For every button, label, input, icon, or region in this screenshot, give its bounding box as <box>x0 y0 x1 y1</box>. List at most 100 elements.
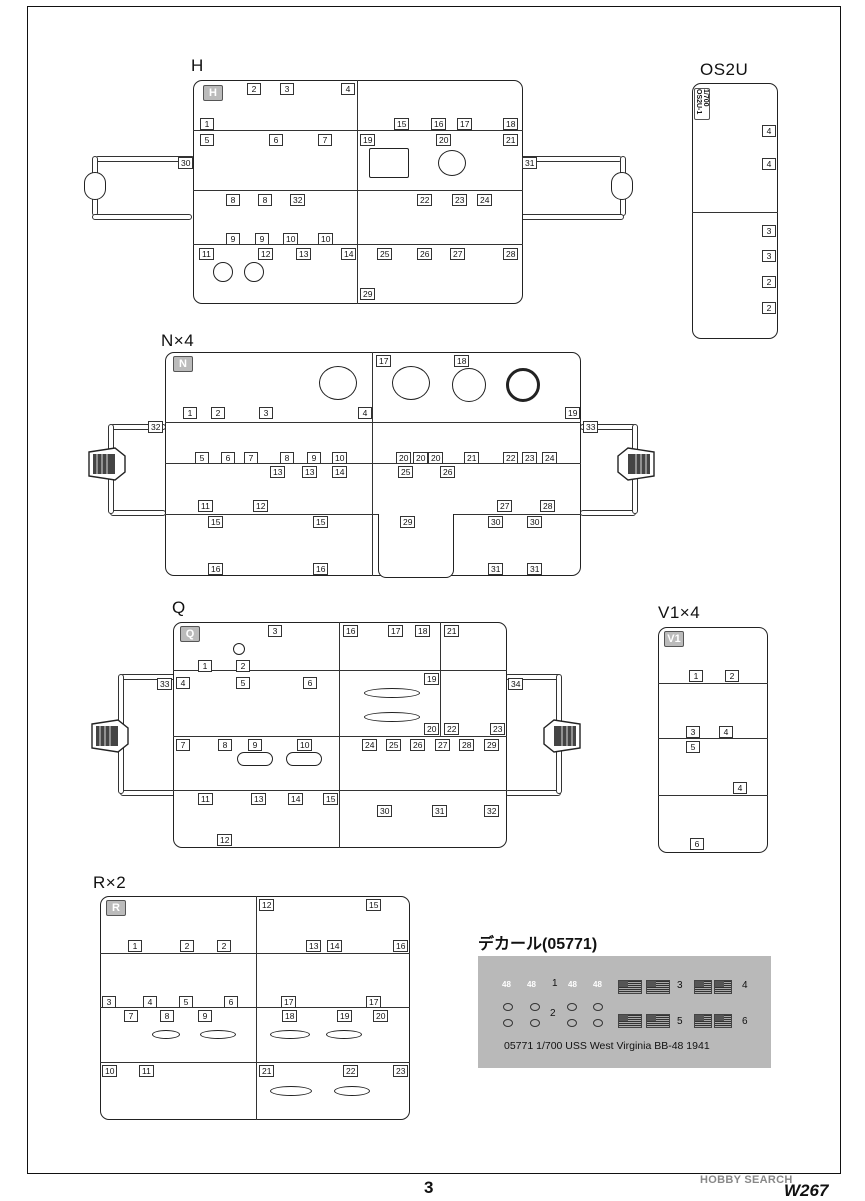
part-number: 14 <box>332 466 348 478</box>
sprue-n-notch <box>378 514 454 578</box>
part-number: 10 <box>297 739 313 751</box>
part-number: 29 <box>484 739 500 751</box>
sprue-r-part-boat <box>270 1030 310 1039</box>
sprue-h-part-platform <box>369 148 409 178</box>
part-number: 12 <box>259 899 275 911</box>
sprue-h-label: H <box>191 56 204 75</box>
part-number: 30 <box>488 516 504 528</box>
part-number: 4 <box>719 726 733 738</box>
part-number: 26 <box>440 466 456 478</box>
sprue-v1-frame <box>658 627 768 853</box>
sprue-q-letter: Q <box>180 626 200 642</box>
sprue-q-part-round <box>233 643 245 655</box>
part-number: 30 <box>178 157 194 169</box>
part-number: 13 <box>302 466 318 478</box>
part-number: 6 <box>303 677 317 689</box>
part-number: 7 <box>124 1010 138 1022</box>
part-number: 30 <box>377 805 393 817</box>
part-number: 19 <box>360 134 376 146</box>
part-number: 4 <box>762 125 776 137</box>
sprue-r-divider-3 <box>100 1062 410 1063</box>
sprue-os2u-label: OS2U <box>700 60 749 79</box>
sprue-n-part-disc <box>319 366 357 400</box>
part-number: 25 <box>377 248 393 260</box>
part-number: 2 <box>725 670 739 682</box>
part-number: 8 <box>218 739 232 751</box>
part-number: 9 <box>226 233 240 245</box>
part-number: 5 <box>686 741 700 753</box>
sprue-r-part-boat <box>200 1030 236 1039</box>
part-number: 18 <box>454 355 470 367</box>
part-number: 16 <box>343 625 359 637</box>
part-number: 19 <box>337 1010 353 1022</box>
part-number: 29 <box>360 288 376 300</box>
sprue-h-part-wheel <box>244 262 264 282</box>
sprue-v1-divider-1 <box>658 683 768 684</box>
part-number: 25 <box>386 739 402 751</box>
part-number: 6 <box>224 996 238 1008</box>
part-number: 12 <box>217 834 233 846</box>
part-number: 13 <box>306 940 322 952</box>
part-number: 1 <box>198 660 212 672</box>
part-number: 8 <box>258 194 272 206</box>
decal-code: 48 <box>568 980 577 989</box>
sprue-v1-divider-3 <box>658 795 768 796</box>
sprue-v1-letter: V1 <box>664 631 684 647</box>
sprue-r-part-boat <box>326 1030 362 1039</box>
part-number: 2 <box>762 276 776 288</box>
part-number: 4 <box>176 677 190 689</box>
decal-flag-icon <box>694 1014 712 1028</box>
sprue-q-right-divider <box>440 622 441 736</box>
part-number: 5 <box>179 996 193 1008</box>
part-number: 15 <box>366 899 382 911</box>
part-number: 1 <box>689 670 703 682</box>
part-number: 34 <box>508 678 524 690</box>
sprue-q-divider-3 <box>173 790 507 791</box>
decal-oval <box>593 1019 603 1027</box>
part-number: 4 <box>733 782 747 794</box>
part-number: 11 <box>199 248 214 260</box>
part-number: 8 <box>160 1010 174 1022</box>
part-number: 20 <box>436 134 452 146</box>
part-number: 4 <box>341 83 355 95</box>
decal-oval <box>503 1019 513 1027</box>
sprue-q-right-runner-lower <box>505 790 561 796</box>
part-number: 3 <box>280 83 294 95</box>
part-number: 3 <box>762 225 776 237</box>
sprue-r-frame <box>100 896 410 1120</box>
part-number: 7 <box>244 452 258 464</box>
part-number: 10 <box>102 1065 118 1077</box>
part-number: 32 <box>148 421 164 433</box>
part-number: 16 <box>431 118 447 130</box>
decal-flag-icon <box>646 980 670 994</box>
sprue-h-right-tab <box>611 172 633 200</box>
sprue-q-part-barrel <box>286 752 322 766</box>
part-number: 4 <box>358 407 372 419</box>
sprue-h-right-runner-lower <box>520 214 624 220</box>
sprue-h-left-runner-lower <box>92 214 192 220</box>
part-number: 23 <box>522 452 538 464</box>
part-number: 2 <box>217 940 231 952</box>
sprue-h-letter: H <box>203 85 223 101</box>
sprue-q-divider-1 <box>173 670 507 671</box>
decal-flag-icon <box>694 980 712 994</box>
part-number: 10 <box>318 233 334 245</box>
sprue-n-left-runner-lower <box>110 510 166 516</box>
sprue-q-center-divider <box>339 622 340 848</box>
part-number: 22 <box>343 1065 359 1077</box>
part-number: 8 <box>280 452 294 464</box>
part-number: 28 <box>540 500 556 512</box>
sprue-os2u-divider <box>692 212 778 213</box>
decal-oval <box>567 1019 577 1027</box>
part-number: 6 <box>221 452 235 464</box>
part-number: 2 <box>247 83 261 95</box>
part-number: 14 <box>341 248 357 260</box>
sprue-h-part-ring <box>438 150 466 176</box>
sprue-r-divider-1 <box>100 953 410 954</box>
decal-number: 4 <box>742 980 748 991</box>
part-number: 24 <box>542 452 558 464</box>
part-number: 4 <box>143 996 157 1008</box>
part-number: 9 <box>307 452 321 464</box>
part-number: 31 <box>488 563 504 575</box>
part-number: 33 <box>157 678 173 690</box>
